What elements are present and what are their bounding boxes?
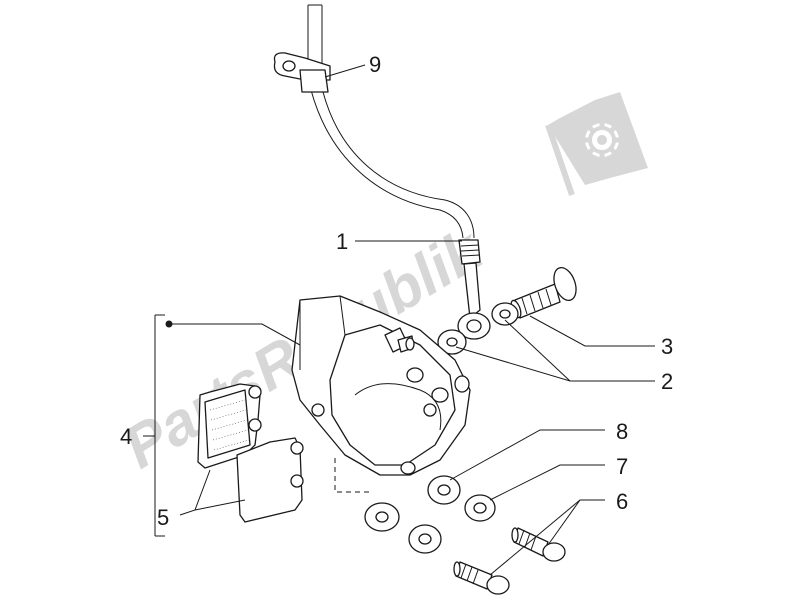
callout-label-2: 2	[661, 369, 673, 394]
callout-label-5: 5	[157, 505, 169, 530]
callout-label-8: 8	[616, 419, 628, 444]
brake-hose	[273, 4, 491, 340]
washers-7-8	[364, 475, 496, 554]
leader-lines	[143, 64, 655, 576]
brake-caliper	[291, 295, 471, 493]
callout-label-4: 4	[120, 424, 132, 449]
banjo-bolt	[510, 267, 577, 319]
brake-pads	[197, 383, 304, 523]
callout-label-9: 9	[369, 52, 381, 77]
callout-labels: 9 1 3 2 4 5 8 7 6	[120, 52, 673, 530]
callout-label-3: 3	[661, 334, 673, 359]
caliper-bolts	[453, 527, 566, 595]
gear-icon	[582, 120, 622, 160]
callout-label-6: 6	[616, 489, 628, 514]
callout-label-7: 7	[616, 454, 628, 479]
callout-label-1: 1	[336, 229, 348, 254]
